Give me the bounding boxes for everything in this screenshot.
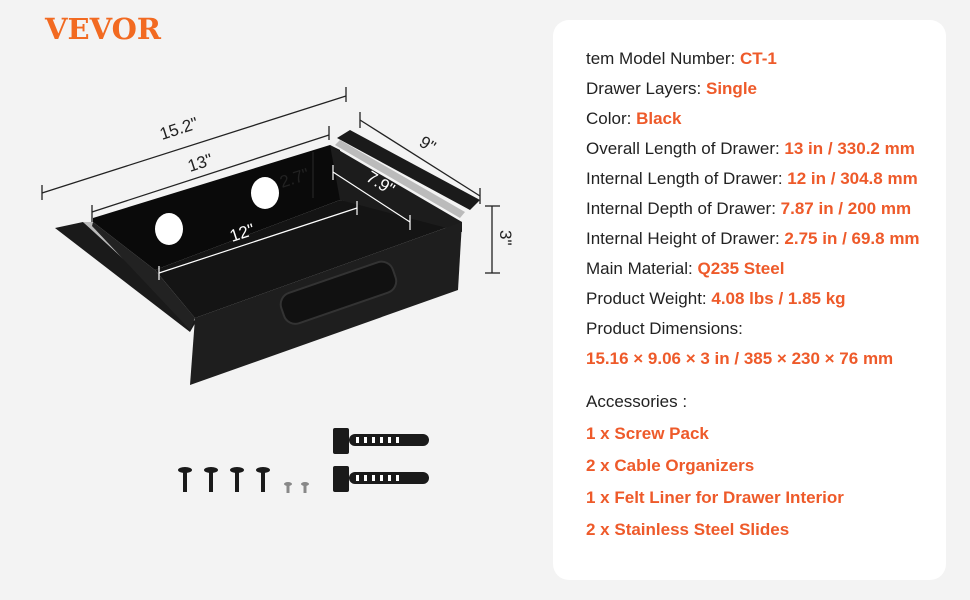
- dim-overall-length: 15.2": [157, 114, 200, 144]
- drawer-handle: [279, 260, 398, 325]
- spec-weight: Product Weight: 4.08 lbs / 1.85 kg: [586, 289, 846, 308]
- cable-hole-left: [155, 213, 183, 245]
- accessories-title: Accessories :: [586, 392, 688, 411]
- accessory-item: 1 x Felt Liner for Drawer Interior: [586, 488, 844, 507]
- dim-depth-outer: 9": [416, 132, 439, 156]
- spec-layers: Drawer Layers: Single: [586, 79, 757, 98]
- drawer-illustration: 15.2" 13" 9" 2.7" 7.9" 12" 3": [41, 87, 515, 493]
- accessory-item: 2 x Cable Organizers: [586, 456, 755, 475]
- drawer-floor: [155, 200, 462, 318]
- vevor-logo: VEVOR: [45, 12, 161, 46]
- spec-internal-depth: Internal Depth of Drawer: 7.87 in / 200 …: [586, 199, 912, 218]
- spec-overall-length: Overall Length of Drawer: 13 in / 330.2 …: [586, 139, 915, 158]
- accessory-item: 2 x Stainless Steel Slides: [586, 520, 790, 539]
- spec-internal-height: Internal Height of Drawer: 2.75 in / 69.…: [586, 229, 920, 248]
- cable-hole-right: [251, 177, 279, 209]
- dim-length: 13": [185, 150, 215, 176]
- right-flange: [337, 130, 480, 210]
- spec-dimensions-value: 15.16 × 9.06 × 3 in / 385 × 230 × 76 mm: [586, 349, 894, 368]
- spec-dimensions-label: Product Dimensions:: [586, 319, 743, 338]
- screw-pack-icon: [178, 467, 309, 493]
- spec-color: Color: Black: [586, 109, 682, 128]
- dim-height: 3": [496, 230, 515, 246]
- left-flange: [55, 222, 197, 332]
- spec-model: tem Model Number: CT-1: [586, 49, 777, 68]
- accessory-item: 1 x Screw Pack: [586, 424, 709, 443]
- drawer-back-wall: [93, 145, 340, 270]
- spec-internal-length: Internal Length of Drawer: 12 in / 304.8…: [586, 169, 918, 188]
- specs-card: tem Model Number: CT-1 Drawer Layers: Si…: [553, 20, 946, 580]
- spec-material: Main Material: Q235 Steel: [586, 259, 785, 278]
